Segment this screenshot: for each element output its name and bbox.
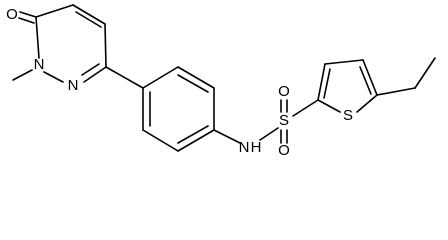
bond-ph1-ph2 bbox=[142, 66, 179, 89]
bond-th-c4-c5-inner bbox=[359, 66, 372, 95]
atom-o-carbonyl: O bbox=[6, 6, 18, 23]
molecule-diagram: O N N N H S O O S bbox=[6, 4, 436, 159]
bond-c6-o-double bbox=[18, 17, 35, 24]
bond-n1-methyl bbox=[12, 69, 33, 81]
bond-ph2-ph3-inner bbox=[177, 74, 209, 93]
atom-o-sulfonyl-top: O bbox=[278, 83, 290, 100]
bond-th-s-c2 bbox=[317, 99, 341, 113]
bond-s-thiophene bbox=[292, 99, 319, 117]
bond-ph2-ph3 bbox=[177, 66, 215, 89]
bond-c5-c4-inner bbox=[75, 11, 102, 28]
bond-ph5-ph6 bbox=[142, 129, 179, 152]
bond-th-c3-c4 bbox=[324, 59, 364, 65]
bond-c3-n2 bbox=[83, 66, 107, 83]
bond-ph4-ph5 bbox=[177, 129, 215, 152]
atom-s-thiophene: S bbox=[343, 107, 353, 124]
bond-th-c5-s bbox=[356, 94, 378, 113]
atom-h-amide: H bbox=[251, 139, 262, 156]
bond-ph4-ph5-inner bbox=[177, 125, 209, 144]
bond-phenyl-nh bbox=[213, 129, 241, 144]
bond-nh-s bbox=[259, 127, 279, 141]
bond-c6-o bbox=[19, 11, 37, 18]
bond-ethyl-1 bbox=[376, 87, 416, 96]
atom-labels: O N N N H S O O S bbox=[6, 6, 353, 159]
bond-c4-c3 bbox=[104, 23, 107, 68]
bond-c3-phenyl bbox=[105, 66, 144, 89]
atom-n-amide: N bbox=[239, 139, 250, 156]
bond-ethyl-2 bbox=[414, 57, 436, 89]
atom-n-methyl: N bbox=[34, 56, 45, 73]
atom-s-sulfonyl: S bbox=[279, 112, 289, 129]
bond-n1-c6 bbox=[35, 16, 40, 59]
bonds bbox=[12, 4, 436, 152]
bond-c5-c4 bbox=[72, 4, 106, 25]
structure-svg: O N N N H S O O S bbox=[6, 4, 436, 159]
atom-n-ring: N bbox=[68, 77, 79, 94]
bond-th-c2-c3-inner bbox=[323, 68, 331, 99]
bond-th-c4-c5 bbox=[362, 59, 378, 96]
bond-n2-n1 bbox=[43, 71, 64, 83]
atom-o-sulfonyl-bottom: O bbox=[278, 142, 290, 159]
bond-c6-c5 bbox=[35, 4, 74, 18]
bond-th-c2-c3 bbox=[317, 63, 326, 101]
bond-c3-n2-inner bbox=[81, 63, 100, 76]
